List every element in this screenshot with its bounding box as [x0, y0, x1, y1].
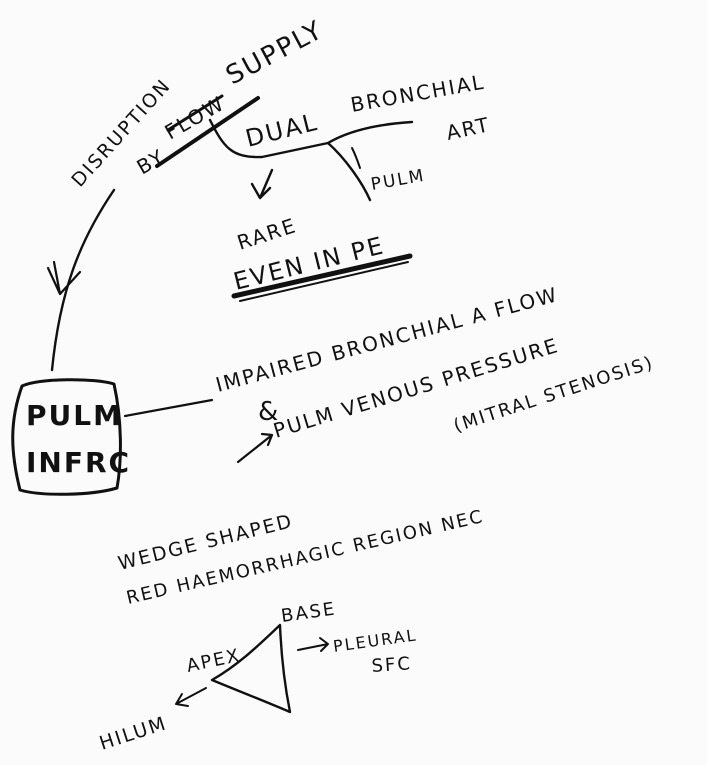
supply-underline [155, 96, 260, 168]
label-apex: APEX [185, 645, 243, 677]
arrow-to-venous [236, 432, 274, 464]
pulm-branch-line [326, 141, 372, 202]
even-in-pe-underline [231, 253, 413, 299]
label-impaired-bronchial-flow: IMPAIRED BRONCHIAL A FLOW [213, 282, 561, 397]
arrow-to-hilum [175, 687, 207, 707]
label-pulm-branch: PULM [369, 166, 426, 195]
bronchial-branch-line [326, 120, 414, 145]
label-rare: RARE [234, 213, 300, 255]
infarct-box [11, 378, 122, 496]
even-in-pe-underline-2 [239, 261, 409, 302]
label-supply: SUPPLY [221, 15, 329, 91]
hollow-arrowhead-icon [46, 260, 82, 296]
label-base: BASE [280, 598, 338, 627]
arrow-to-pleural [297, 637, 329, 652]
wedge-triangle [210, 623, 292, 714]
branch-tick [351, 147, 361, 169]
curve-to-infarct [50, 188, 116, 372]
label-sfc: SFC [371, 653, 413, 677]
label-bronchial: BRONCHIAL [349, 70, 487, 117]
label-art: ART [444, 112, 492, 145]
label-ampersand: & [258, 397, 280, 427]
label-pleural: PLEURAL [332, 625, 419, 656]
supply-branch-line [208, 118, 330, 159]
strike-through-line [166, 94, 224, 132]
box-label-pulm: PULM [26, 399, 123, 432]
box-label-infrc: INFRC [26, 446, 131, 479]
label-hilum: HILUM [97, 712, 170, 755]
label-disruption: DISRUPTION [67, 75, 175, 192]
arrow-to-rare [250, 168, 274, 200]
box-connector-line [123, 398, 214, 418]
